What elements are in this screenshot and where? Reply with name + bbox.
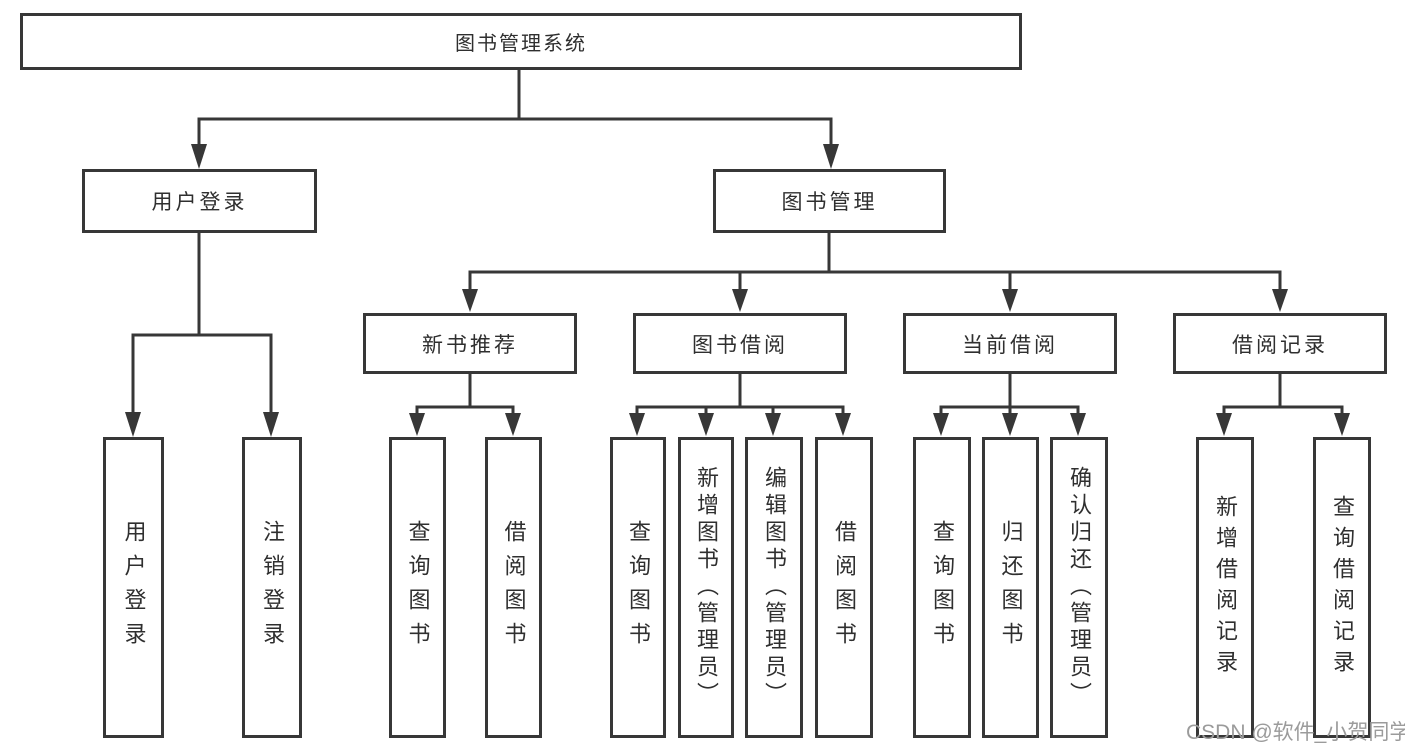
leaf-records-add-record: 新增借阅记录 [1196, 437, 1254, 738]
leaf-current-query-books-label: 查询图书 [930, 519, 955, 656]
node-current-borrowing: 当前借阅 [903, 313, 1117, 374]
leaf-borrowing-add-books-admin: 新增图书（管理员） [678, 437, 734, 738]
node-book-management: 图书管理 [713, 169, 946, 233]
node-current-borrowing-label: 当前借阅 [962, 333, 1058, 357]
leaf-current-confirm-return-admin-label: 确认归还（管理员） [1067, 466, 1092, 709]
leaf-records-query-record-label: 查询借阅记录 [1330, 494, 1355, 681]
leaf-recommend-query-books: 查询图书 [389, 437, 446, 738]
leaf-borrowing-query-books: 查询图书 [610, 437, 666, 738]
leaf-records-add-record-label: 新增借阅记录 [1213, 494, 1238, 681]
node-new-book-recommend-label: 新书推荐 [422, 333, 518, 357]
leaf-borrowing-edit-books-admin: 编辑图书（管理员） [745, 437, 803, 738]
node-user-login-label: 用户登录 [151, 191, 248, 214]
leaf-borrowing-add-books-admin-label: 新增图书（管理员） [694, 466, 719, 709]
csdn-watermark: CSDN @软件_小贺同学 [1186, 721, 1405, 744]
node-library-system-label: 图书管理系统 [455, 33, 587, 55]
leaf-user-login: 用户登录 [103, 437, 164, 738]
leaf-logout-label: 注销登录 [260, 519, 285, 656]
node-new-book-recommend: 新书推荐 [363, 313, 577, 374]
leaf-records-query-record: 查询借阅记录 [1313, 437, 1371, 738]
leaf-user-login-label: 用户登录 [121, 519, 147, 656]
leaf-current-return-books: 归还图书 [982, 437, 1039, 738]
leaf-borrowing-borrow-books: 借阅图书 [815, 437, 873, 738]
node-library-system: 图书管理系统 [20, 13, 1022, 70]
leaf-borrowing-query-books-label: 查询图书 [626, 519, 651, 656]
node-book-borrowing-label: 图书借阅 [692, 333, 788, 357]
leaf-borrowing-borrow-books-label: 借阅图书 [832, 519, 857, 656]
leaf-recommend-borrow-books-label: 借阅图书 [501, 519, 527, 656]
node-user-login: 用户登录 [82, 169, 317, 233]
node-book-management-label: 图书管理 [781, 191, 878, 214]
leaf-current-query-books: 查询图书 [913, 437, 971, 738]
node-borrowing-records: 借阅记录 [1173, 313, 1387, 374]
leaf-recommend-query-books-label: 查询图书 [405, 519, 431, 656]
node-book-borrowing: 图书借阅 [633, 313, 847, 374]
leaf-recommend-borrow-books: 借阅图书 [485, 437, 542, 738]
leaf-current-return-books-label: 归还图书 [998, 519, 1024, 656]
node-borrowing-records-label: 借阅记录 [1232, 333, 1328, 357]
leaf-logout: 注销登录 [242, 437, 302, 738]
leaf-borrowing-edit-books-admin-label: 编辑图书（管理员） [762, 466, 787, 709]
leaf-current-confirm-return-admin: 确认归还（管理员） [1050, 437, 1108, 738]
